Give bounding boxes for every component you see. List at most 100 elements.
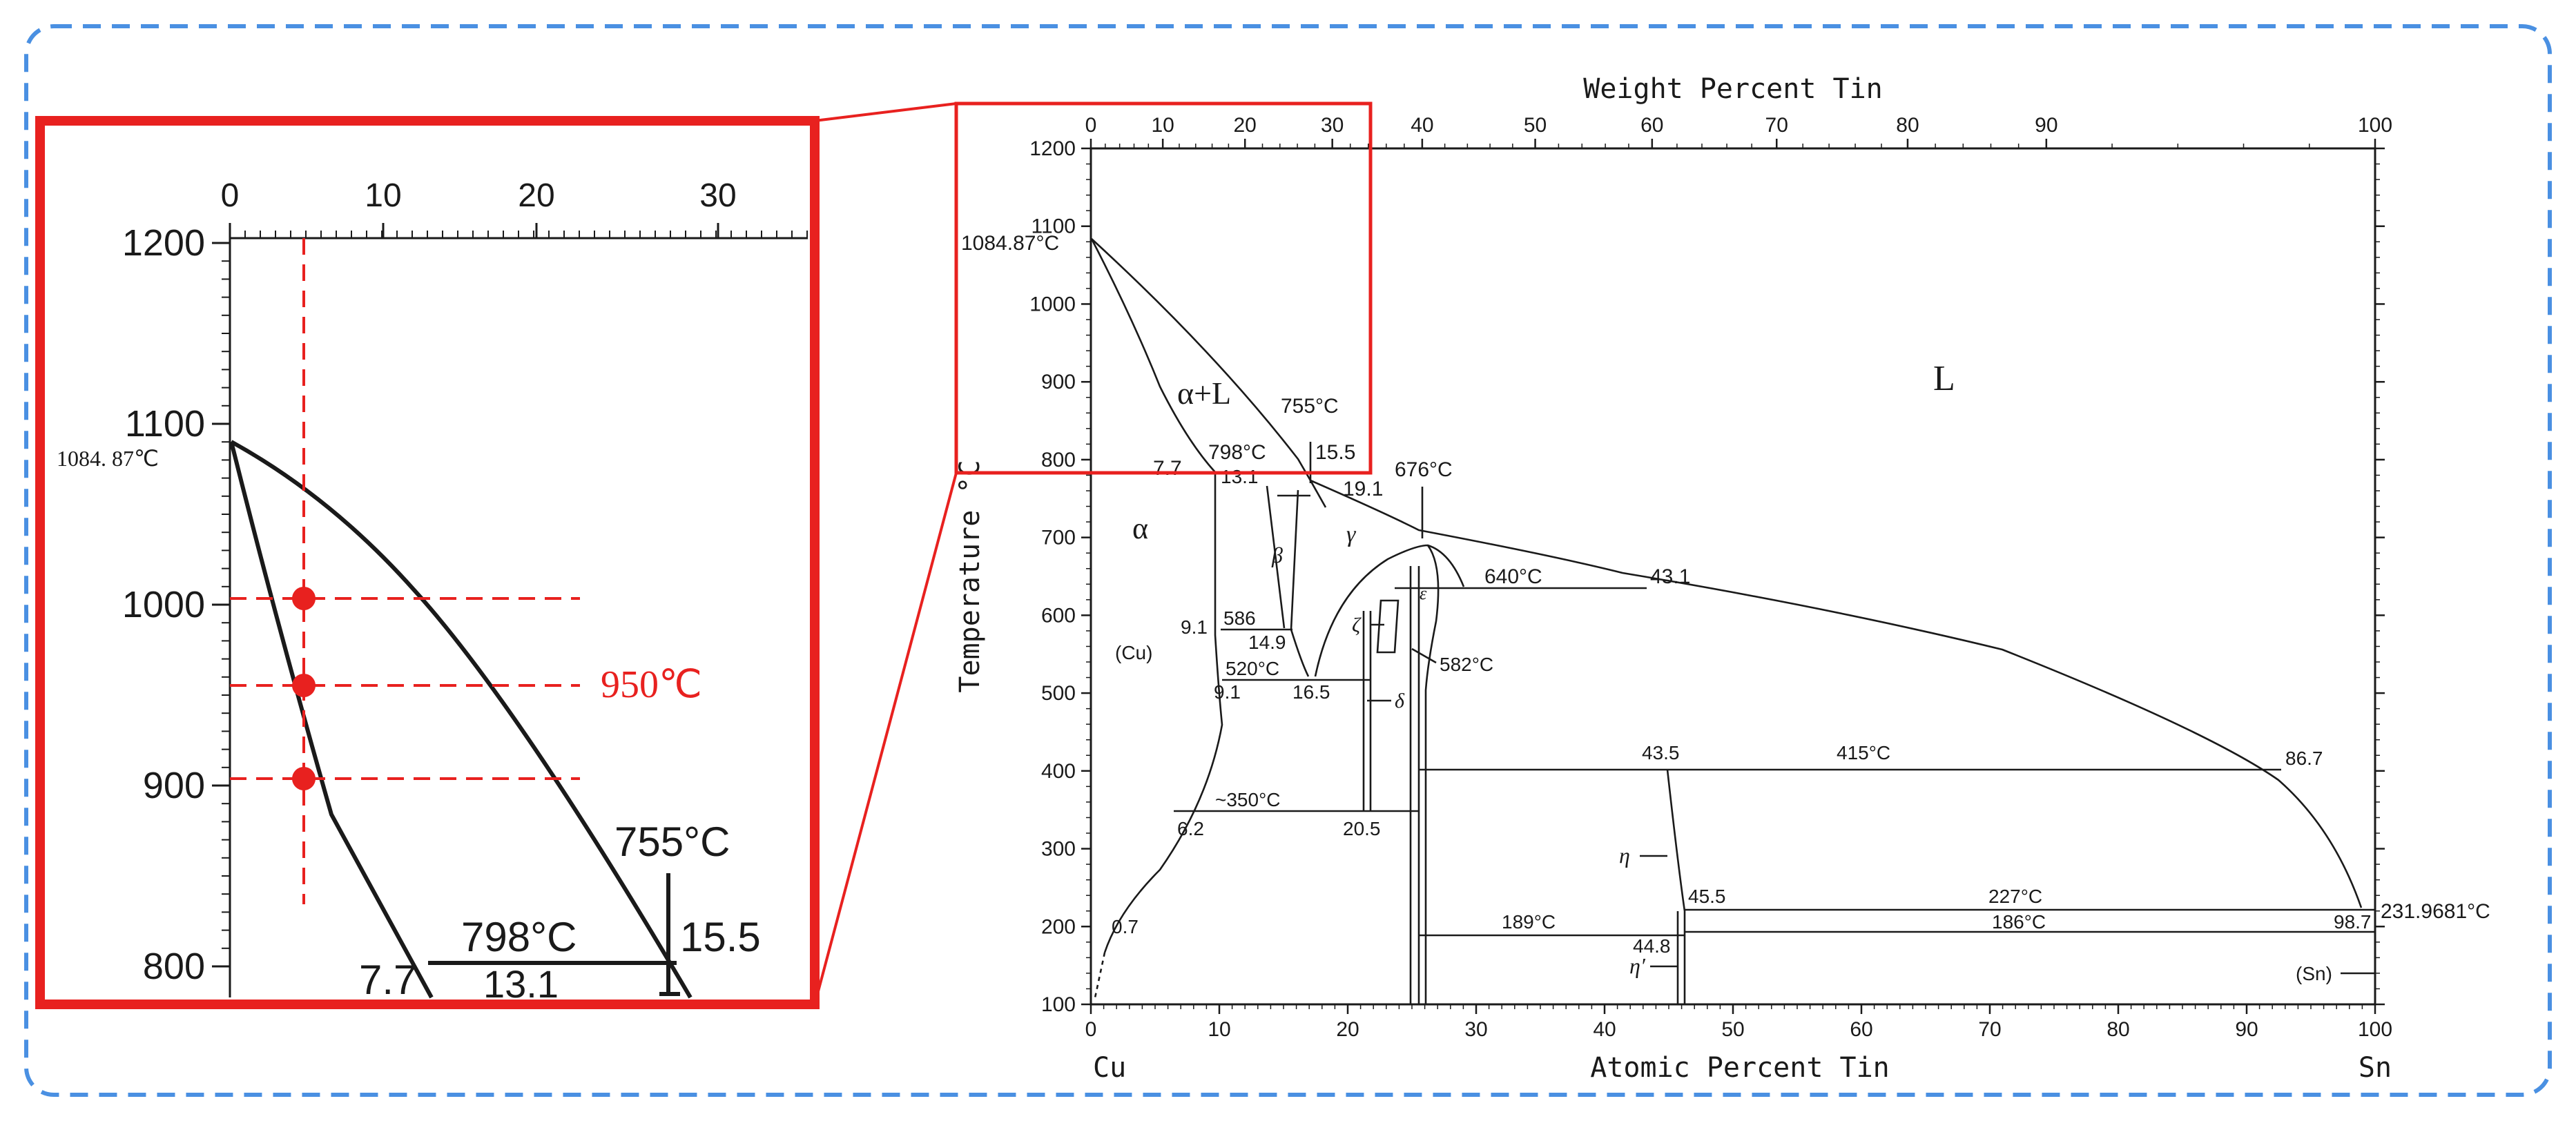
y-tick-label: 200	[1041, 915, 1076, 938]
label-eta: η	[1619, 843, 1630, 868]
inset-755-label: 755°C	[614, 819, 730, 865]
right-end-label: Sn	[2359, 1052, 2392, 1084]
y-tick-label: 100	[1041, 993, 1076, 1016]
label-delta: δ	[1395, 690, 1405, 712]
top-tick-label: 40	[1411, 114, 1433, 137]
y-tick-label: 1000	[1029, 293, 1076, 315]
label-alpha: α	[1132, 511, 1148, 545]
bottom-tick-label: 10	[1208, 1018, 1230, 1041]
top-tick-label: 60	[1640, 114, 1663, 137]
y-tick-label: 900	[1041, 371, 1076, 393]
label-43-5: 43.5	[1642, 742, 1680, 763]
label-350: ~350°C	[1215, 789, 1281, 810]
delta-box	[1362, 611, 1372, 811]
label-676: 676°C	[1395, 458, 1453, 481]
bottom-tick-label: 100	[2358, 1018, 2392, 1041]
label-640: 640°C	[1484, 565, 1542, 588]
label-liquid: L	[1933, 359, 1955, 398]
label-alpha-plus-liquid: α+L	[1177, 376, 1231, 411]
label-45-5: 45.5	[1688, 886, 1726, 907]
inset-y-tick-label: 1200	[122, 222, 205, 264]
label-582: 582°C	[1440, 654, 1493, 675]
beta-right	[1290, 489, 1299, 630]
top-tick-label: 30	[1321, 114, 1344, 137]
bottom-tick-label: 50	[1721, 1018, 1744, 1041]
label-755: 755°C	[1281, 395, 1339, 418]
y-tick-label: 800	[1041, 449, 1076, 471]
y-tick-label: 1200	[1029, 137, 1076, 160]
label-sn-melt: 231.9681°C	[2381, 900, 2490, 923]
eta-line	[1666, 769, 1686, 1004]
label-cu-phase: (Cu)	[1115, 642, 1152, 663]
beta-lower	[1290, 629, 1310, 677]
bottom-tick-label: 30	[1464, 1018, 1487, 1041]
label-520: 520°C	[1226, 658, 1279, 679]
inset-7-7-label: 7.7	[359, 957, 416, 1003]
label-sn-phase: (Sn)	[2296, 963, 2332, 984]
label-227: 227°C	[1988, 886, 2042, 907]
label-15-5: 15.5	[1315, 441, 1355, 464]
label-gamma: γ	[1346, 522, 1357, 547]
label-6-2: 6.2	[1177, 818, 1204, 839]
inset-curves	[229, 440, 693, 999]
main-plot-box	[1090, 147, 2376, 1006]
phase-boundaries	[1090, 238, 2375, 1004]
alpha-solvus	[1103, 472, 1223, 953]
inset-13-1-label: 13.1	[483, 962, 559, 1006]
connector-top	[814, 102, 957, 122]
inset-top-tick-label: 20	[518, 177, 554, 214]
left-end-label: Cu	[1093, 1052, 1126, 1084]
label-586: 586	[1223, 607, 1256, 629]
label-cu-melt: 1084.87°C	[961, 232, 1059, 255]
bottom-tick-label: 90	[2235, 1018, 2258, 1041]
y-tick-label: 500	[1041, 682, 1076, 705]
highlight-box	[954, 101, 1373, 475]
label-98-7: 98.7	[2334, 911, 2372, 933]
beta-left	[1266, 485, 1286, 629]
inset-cu-melt-label: 1084. 87℃	[57, 446, 159, 471]
connector-bottom	[813, 472, 958, 1005]
label-9-1-a: 9.1	[1181, 616, 1208, 638]
liquidus-line	[1091, 238, 2363, 908]
top-tick-label: 20	[1234, 114, 1257, 137]
label-44-8: 44.8	[1633, 935, 1671, 957]
inset-top-tick-label: 0	[221, 177, 240, 214]
y-tick-label: 700	[1041, 527, 1076, 549]
label-beta: β	[1271, 543, 1283, 567]
alpha-solidus	[1090, 238, 1216, 473]
inset-y-tick-label: 1000	[122, 584, 205, 625]
label-9-1-b: 9.1	[1214, 681, 1241, 703]
label-13-1: 13.1	[1221, 466, 1259, 487]
label-19-1: 19.1	[1343, 478, 1383, 500]
bottom-tick-label: 60	[1850, 1018, 1872, 1041]
marker-point-900	[292, 767, 316, 790]
label-epsilon: ε	[1420, 583, 1427, 603]
label-16-5: 16.5	[1292, 681, 1330, 703]
inset-top-tick-label: 10	[365, 177, 401, 214]
y-tick-label: 600	[1041, 604, 1076, 627]
bottom-tick-label: 70	[1978, 1018, 2001, 1041]
inset-y-tick-label: 800	[143, 946, 205, 987]
bottom-axis-title: Atomic Percent Tin	[1590, 1052, 1889, 1084]
cu-solvus-dashed	[1093, 952, 1106, 1002]
beta-right-2	[1309, 480, 1327, 508]
arrow-582	[1411, 647, 1437, 664]
top-tick-label: 10	[1151, 114, 1174, 137]
label-43-1: 43.1	[1650, 565, 1690, 588]
inset-15-5-label: 15.5	[680, 914, 761, 960]
zeta-box	[1376, 599, 1400, 654]
gamma-dome	[1314, 544, 1465, 677]
bottom-tick-label: 80	[2107, 1018, 2129, 1041]
inset-frame	[35, 116, 820, 1009]
y-tick-label: 1100	[1031, 215, 1076, 238]
y-axis-title: Temperature °C	[954, 460, 986, 692]
top-tick-label: 90	[2035, 114, 2057, 137]
top-tick-label: 80	[1896, 114, 1919, 137]
label-zeta: ζ	[1352, 614, 1362, 636]
label-415: 415°C	[1837, 742, 1890, 763]
label-0-7: 0.7	[1112, 916, 1139, 937]
